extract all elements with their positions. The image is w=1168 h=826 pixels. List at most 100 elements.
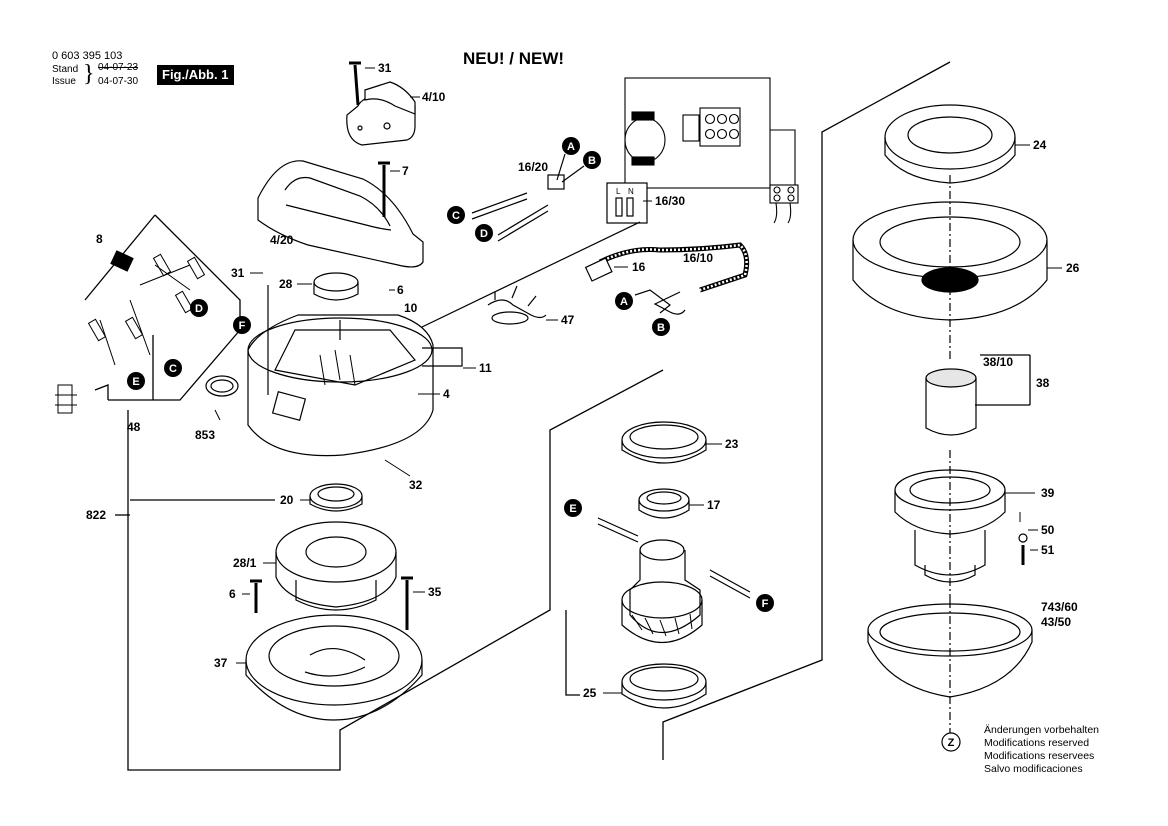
part-label-1610: 16/10 (683, 251, 713, 265)
cable-tie-part (205, 375, 239, 397)
svg-text:Z: Z (948, 737, 955, 749)
new-title: NEU! / NEW! (463, 49, 565, 68)
svg-text:A: A (567, 141, 575, 153)
part-label-28: 28 (279, 277, 293, 291)
assembly-frame-lines (84, 61, 1031, 771)
part-label-6b: 6 (229, 587, 236, 601)
base-plate-part (245, 576, 423, 721)
dust-bowl-part (867, 600, 1033, 738)
date-old: 04-07-23 (98, 62, 139, 73)
part-labels: 31 4/10 7 4/20 16/20 16/30 16 16/10 47 8… (86, 61, 1080, 700)
connector-d-wiring: D (190, 299, 208, 317)
part-label-6a: 6 (397, 283, 404, 297)
part-label-1630: 16/30 (655, 194, 685, 208)
connector-c-wiring: C (164, 359, 182, 377)
internal-wiring (55, 250, 206, 414)
part-label-39: 39 (1041, 486, 1055, 500)
part-label-23: 23 (725, 437, 739, 451)
connector-b-cord: B (652, 318, 670, 336)
svg-text:D: D (480, 228, 488, 240)
connector-markers: A B C D A B D F (127, 137, 774, 612)
svg-text:F: F (762, 598, 769, 610)
part-label-47: 47 (561, 313, 575, 327)
part-label-1620: 16/20 (518, 160, 548, 174)
filter-holder-part (894, 450, 1028, 600)
z-marker: Z (941, 732, 961, 752)
seal-ring-20 (309, 483, 363, 512)
part-label-50: 50 (1041, 523, 1055, 537)
part-label-37: 37 (214, 656, 228, 670)
part-label-35: 35 (428, 585, 442, 599)
svg-text:B: B (657, 322, 665, 334)
part-label-74360: 743/60 (1041, 600, 1078, 614)
svg-text:D: D (195, 303, 203, 315)
part-label-38: 38 (1036, 376, 1050, 390)
connector-c-top: C (447, 206, 465, 224)
issue-label: Issue (52, 76, 76, 87)
figure-label: Fig./Abb. 1 (157, 65, 235, 85)
handle-part (257, 160, 424, 268)
switch-label-l: L (616, 187, 621, 196)
svg-text:C: C (169, 363, 177, 375)
connector-e-wiring: E (127, 372, 145, 390)
part-label-16: 16 (632, 260, 646, 274)
part-label-17: 17 (707, 498, 721, 512)
seal-ring-23 (621, 421, 707, 464)
part-label-20: 20 (280, 493, 294, 507)
filter-ring-part (884, 104, 1016, 184)
filter-cartridge-part (925, 368, 977, 436)
part-label-24: 24 (1033, 138, 1047, 152)
motor-head-housing (247, 285, 463, 457)
part-label-48: 48 (127, 420, 141, 434)
note-es: Salvo modificaciones (984, 763, 1083, 775)
switch-label-n: N (628, 187, 634, 196)
svg-text:B: B (588, 155, 596, 167)
svg-text:C: C (452, 210, 460, 222)
note-de: Änderungen vorbehalten (984, 724, 1100, 736)
part-label-7: 7 (402, 164, 409, 178)
modification-notes: Änderungen vorbehalten Modifications res… (984, 724, 1099, 776)
svg-text:E: E (569, 503, 576, 515)
svg-text:A: A (620, 296, 628, 308)
part-label-51: 51 (1041, 543, 1055, 557)
motor-support-part (275, 521, 397, 611)
svg-text:E: E (132, 376, 139, 388)
part-label-31a: 31 (378, 61, 392, 75)
part-label-410: 4/10 (422, 90, 446, 104)
leader-lines (214, 67, 1062, 694)
switch-part (394, 174, 648, 341)
bracket-part (487, 285, 547, 325)
connector-f-motor: F (756, 594, 774, 612)
part-label-31b: 31 (231, 266, 245, 280)
connector-b-top: B (561, 151, 601, 183)
part-label-853: 853 (195, 428, 215, 442)
date-brace: } (83, 61, 95, 87)
connector-d-top: D (475, 224, 493, 242)
filter-cover-part (313, 272, 359, 301)
part-label-4350: 43/50 (1041, 615, 1071, 629)
seal-ring-17 (638, 488, 690, 519)
date-new: 04-07-30 (98, 76, 139, 87)
wiring-schematic (624, 77, 799, 224)
handle-cover-part (346, 61, 416, 146)
part-label-822: 822 (86, 508, 106, 522)
stand-label: Stand (52, 64, 79, 75)
connector-a-cord: A (615, 292, 633, 310)
part-label-281: 28/1 (233, 556, 257, 570)
connector-a-top: A (556, 137, 580, 181)
connector-e-motor: E (564, 499, 582, 517)
motor-part (597, 517, 751, 644)
part-label-3810: 38/10 (983, 355, 1013, 369)
part-label-4: 4 (443, 387, 450, 401)
filter-basket-part (852, 175, 1048, 360)
part-label-10: 10 (404, 301, 418, 315)
seal-ring-25 (621, 663, 707, 709)
document-number: 0 603 395 103 (52, 50, 123, 62)
part-label-420: 4/20 (270, 233, 294, 247)
part-label-8: 8 (96, 232, 103, 246)
part-label-25: 25 (583, 686, 597, 700)
part-label-11: 11 (479, 361, 492, 375)
part-label-32: 32 (409, 478, 423, 492)
note-en: Modifications reserved (984, 737, 1090, 749)
